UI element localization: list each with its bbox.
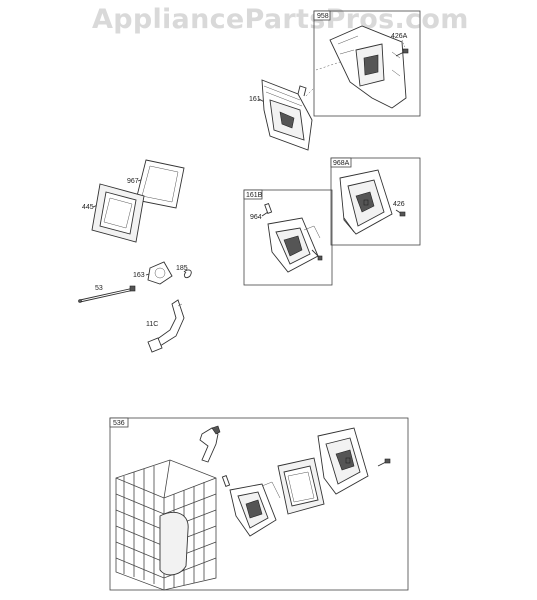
watermark-text: AppliancePartsPros.com bbox=[92, 4, 469, 35]
kit-cover-part bbox=[317, 427, 369, 495]
part-161: 161 bbox=[249, 79, 315, 151]
kit-filter-part bbox=[277, 457, 325, 515]
label-185: 185 bbox=[176, 265, 188, 272]
label-163: 163 bbox=[133, 272, 145, 279]
label-967: 967 bbox=[127, 178, 139, 185]
kit-pin-part bbox=[221, 475, 231, 487]
label-161B: 161B bbox=[246, 192, 263, 199]
label-964: 964 bbox=[250, 214, 262, 221]
label-958: 958 bbox=[317, 13, 329, 20]
label-426A: 426A bbox=[391, 33, 408, 40]
part-53: 53 bbox=[78, 285, 136, 303]
part-163: 163 bbox=[133, 261, 173, 285]
kit-base-part bbox=[229, 481, 281, 537]
label-11C: 11C bbox=[146, 321, 158, 328]
label-426: 426 bbox=[393, 201, 405, 208]
part-185: 185 bbox=[176, 265, 192, 279]
callout-box-161B: 161B 964 bbox=[243, 189, 333, 286]
part-11C: 11C bbox=[146, 299, 185, 353]
label-161: 161 bbox=[249, 96, 261, 103]
label-445: 445 bbox=[82, 204, 94, 211]
callout-box-958: 958 426A bbox=[313, 10, 421, 117]
part-967-filter: 967 bbox=[127, 159, 185, 209]
kit-screw-part bbox=[377, 461, 387, 467]
label-53: 53 bbox=[95, 285, 103, 292]
label-968A: 968A bbox=[333, 160, 350, 167]
wire-cage-guard bbox=[115, 459, 217, 591]
callout-box-968A: 968A 426 bbox=[330, 157, 421, 246]
callout-box-536: 536 bbox=[109, 417, 409, 591]
part-445-filter: 445 bbox=[82, 183, 145, 243]
label-536: 536 bbox=[113, 420, 125, 427]
